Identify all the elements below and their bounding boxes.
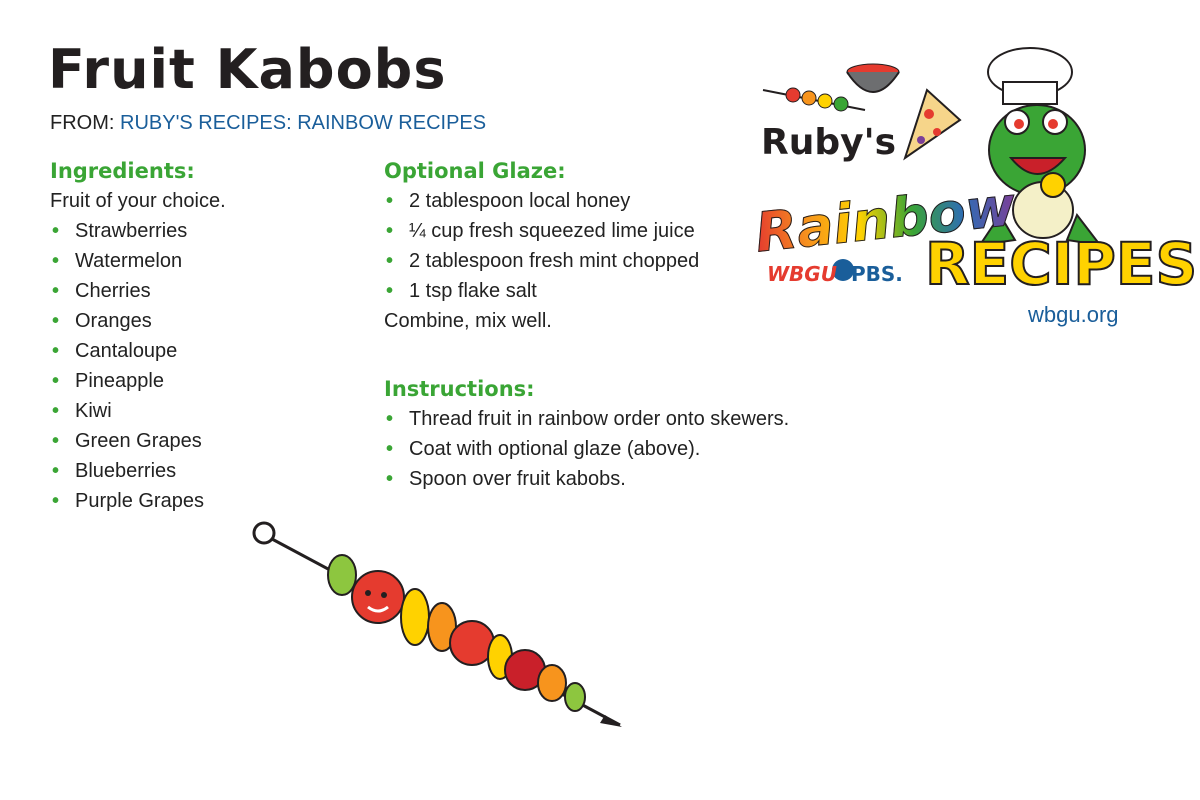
glaze-list: 2 tablespoon local honey ¼ cup fresh squ…: [384, 186, 904, 306]
logo-rubys: Ruby's: [761, 122, 897, 163]
list-item: 2 tablespoon fresh mint chopped: [384, 246, 904, 276]
list-item: Purple Grapes: [50, 486, 370, 516]
ingredients-section: Ingredients: Fruit of your choice. Straw…: [50, 156, 370, 516]
fruit-kabob-illustration-icon: [252, 521, 622, 727]
logo-artwork-icon: [762, 47, 1103, 281]
list-item: Cherries: [50, 276, 370, 306]
list-item: Coat with optional glaze (above).: [384, 434, 904, 464]
wbgu-url-link[interactable]: wbgu.org: [1028, 302, 1119, 327]
list-item: Pineapple: [50, 366, 370, 396]
glaze-and-instructions: Optional Glaze: 2 tablespoon local honey…: [384, 156, 904, 494]
list-item: Oranges: [50, 306, 370, 336]
instructions-list: Thread fruit in rainbow order onto skewe…: [384, 404, 904, 494]
list-item: Watermelon: [50, 246, 370, 276]
source-link[interactable]: RUBY'S RECIPES: RAINBOW RECIPES: [120, 112, 487, 134]
list-item: ¼ cup fresh squeezed lime juice: [384, 216, 904, 246]
logo-recipes: RECIPES: [924, 229, 1198, 299]
source-line: FROM: RUBY'S RECIPES: RAINBOW RECIPES: [50, 112, 486, 135]
list-item: 1 tsp flake salt: [384, 276, 904, 306]
list-item: Thread fruit in rainbow order onto skewe…: [384, 404, 904, 434]
logo-wbgu: WBGU: [767, 262, 837, 286]
instructions-heading: Instructions:: [384, 377, 535, 401]
glaze-heading: Optional Glaze:: [384, 159, 566, 183]
list-item: Strawberries: [50, 216, 370, 246]
list-item: Green Grapes: [50, 426, 370, 456]
list-item: Blueberries: [50, 456, 370, 486]
ingredients-list: Strawberries Watermelon Cherries Oranges…: [50, 216, 370, 516]
list-item: Cantaloupe: [50, 336, 370, 366]
logo-pbs: PBS.: [851, 262, 903, 286]
glaze-note: Combine, mix well.: [384, 310, 552, 332]
page-title: Fruit Kabobs: [48, 38, 447, 101]
from-label: FROM:: [50, 112, 115, 134]
list-item: Spoon over fruit kabobs.: [384, 464, 904, 494]
ingredients-intro: Fruit of your choice.: [50, 190, 226, 212]
rubys-rainbow-recipes-logo: Ruby's Rainbow RECIPES WBGU PBS.: [752, 40, 1198, 340]
list-item: Kiwi: [50, 396, 370, 426]
ingredients-heading: Ingredients:: [50, 159, 195, 183]
list-item: 2 tablespoon local honey: [384, 186, 904, 216]
